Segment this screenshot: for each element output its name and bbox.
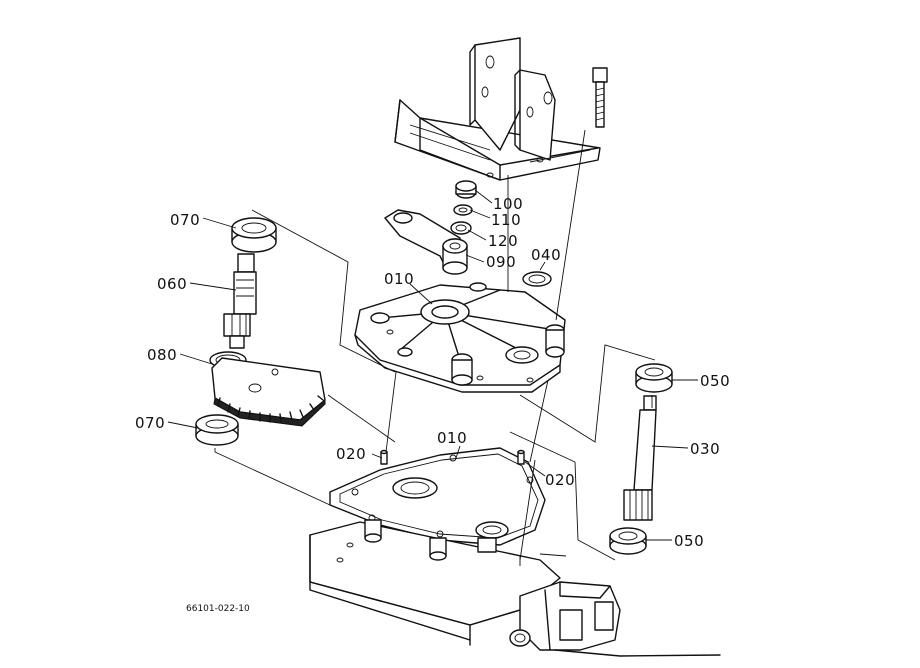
callout-090: 090	[486, 253, 516, 271]
pin-020-right	[517, 449, 525, 465]
shaft-030	[623, 395, 657, 521]
gear-teeth	[217, 395, 324, 423]
callout-120: 120	[488, 232, 518, 250]
callout-070-bottom: 070	[135, 414, 165, 432]
pin-020-left	[380, 449, 388, 465]
callout-110: 110	[491, 211, 521, 229]
callout-030: 030	[690, 440, 720, 458]
mounting-bracket	[394, 37, 601, 181]
callout-080: 080	[147, 346, 177, 364]
bearing-050-bottom	[609, 527, 647, 555]
callout-020-left: 020	[336, 445, 366, 463]
callout-010-upper: 010	[384, 270, 414, 288]
figure-code: 66101-022-10	[186, 604, 250, 614]
callout-040: 040	[531, 246, 561, 264]
callout-020-right: 020	[545, 471, 575, 489]
base-housing	[309, 519, 721, 657]
callout-100: 100	[493, 195, 523, 213]
callout-060: 060	[157, 275, 187, 293]
callout-050-top: 050	[700, 372, 730, 390]
bearing-050-top	[635, 363, 673, 393]
leader-lines	[167, 189, 698, 541]
gear-sector-080	[209, 351, 326, 427]
washer-120	[450, 221, 472, 235]
oil-seal-040	[522, 271, 552, 287]
bearing-070-top	[231, 217, 277, 253]
nut-100	[455, 180, 477, 199]
shaft-060	[223, 253, 257, 349]
assembly-guide-lines	[214, 129, 656, 561]
washer-110	[453, 204, 473, 216]
callout-050-bottom: 050	[674, 532, 704, 550]
gasket-lower	[329, 447, 546, 546]
arm-090	[384, 209, 468, 275]
gearbox-case-upper	[354, 282, 566, 393]
callout-010-lower: 010	[437, 429, 467, 447]
bolt	[592, 67, 608, 128]
bearing-070-bottom	[195, 414, 239, 446]
callout-070-top: 070	[170, 211, 200, 229]
